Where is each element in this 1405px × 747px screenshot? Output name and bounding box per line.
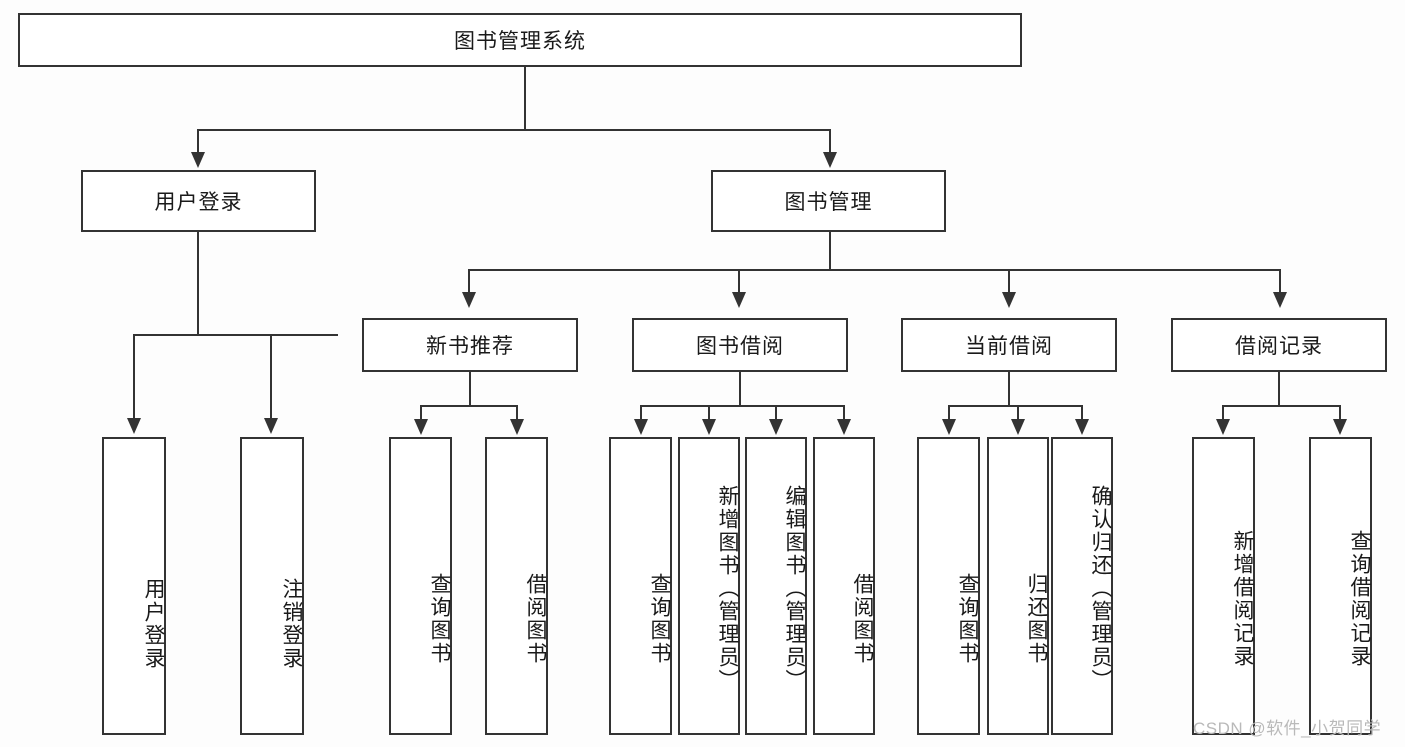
- connector-root-to-book-mgmt: [829, 129, 831, 154]
- node-label: 确认归还（管理员）: [1089, 484, 1112, 692]
- connector-new-books-to-leaf-1: [420, 405, 422, 421]
- connector-borrow-to-leaf-3: [775, 405, 777, 421]
- node-label: 当前借阅: [965, 335, 1053, 358]
- node-label: 图书管理系统: [454, 30, 586, 53]
- arrowhead-br-add: [1216, 419, 1230, 435]
- connector-new-books-stem: [469, 372, 471, 407]
- connector-book-mgmt-to-current: [1008, 269, 1010, 294]
- arrowhead-cb-query: [942, 419, 956, 435]
- node-label: 查询图书: [956, 572, 979, 665]
- connector-current-to-leaf-1: [948, 405, 950, 421]
- connector-borrow-to-leaf-4: [843, 405, 845, 421]
- node-label: 借阅图书: [851, 572, 874, 665]
- connector-current-to-leaf-2: [1017, 405, 1019, 421]
- connector-records-to-leaf-2: [1339, 405, 1341, 421]
- connector-user-login-to-leaf-2: [270, 334, 272, 420]
- node-label: 编辑图书（管理员）: [783, 484, 806, 692]
- node-book-management: 图书管理: [711, 170, 946, 232]
- connector-root-stem: [524, 67, 526, 130]
- connector-borrow-to-leaf-1: [640, 405, 642, 421]
- connector-new-books-bus: [420, 405, 518, 407]
- arrowhead-br-query: [1333, 419, 1347, 435]
- connector-user-login-stem: [197, 232, 199, 336]
- connector-book-mgmt-to-new-books: [468, 269, 470, 294]
- arrowhead-book-mgmt: [823, 152, 837, 168]
- connector-root-bus: [197, 129, 831, 131]
- leaf-bb-lend-book: 借阅图书: [813, 437, 875, 735]
- connector-new-books-to-leaf-2: [516, 405, 518, 421]
- arrowhead-records: [1273, 292, 1287, 308]
- node-book-borrow: 图书借阅: [632, 318, 848, 372]
- connector-book-mgmt-bus: [468, 269, 1281, 271]
- node-label: 用户登录: [154, 191, 243, 214]
- node-label: 图书管理: [784, 191, 873, 214]
- connector-current-bus: [948, 405, 1082, 407]
- node-label: 图书借阅: [696, 335, 784, 358]
- arrowhead-user-login: [191, 152, 205, 168]
- node-label: 新书推荐: [426, 335, 514, 358]
- leaf-bb-edit-book-admin: 编辑图书（管理员）: [745, 437, 807, 735]
- arrowhead-cb-confirm: [1075, 419, 1089, 435]
- connector-user-login-to-leaf-1: [133, 334, 135, 420]
- leaf-logout: 注销登录: [240, 437, 304, 735]
- node-new-book-recommend: 新书推荐: [362, 318, 578, 372]
- connector-book-mgmt-to-records: [1279, 269, 1281, 294]
- leaf-br-add-record: 新增借阅记录: [1192, 437, 1255, 735]
- arrowhead-cb-return: [1011, 419, 1025, 435]
- csdn-watermark: CSDN @软件_小贺同学: [1193, 719, 1382, 738]
- node-borrow-records: 借阅记录: [1171, 318, 1387, 372]
- connector-book-mgmt-stem: [829, 232, 831, 271]
- connector-borrow-stem: [739, 372, 741, 407]
- node-label: 用户登录: [142, 577, 165, 670]
- connector-records-stem: [1278, 372, 1280, 407]
- arrowhead-bb-add: [702, 419, 716, 435]
- arrowhead-bb-query: [634, 419, 648, 435]
- arrowhead-nb-query: [414, 419, 428, 435]
- node-current-borrow: 当前借阅: [901, 318, 1117, 372]
- node-root-system: 图书管理系统: [18, 13, 1022, 67]
- node-label: 借阅图书: [524, 572, 547, 665]
- node-label: 查询借阅记录: [1348, 530, 1371, 668]
- arrowhead-leaf-user-login: [127, 418, 141, 434]
- leaf-bb-query-book: 查询图书: [609, 437, 672, 735]
- leaf-user-login: 用户登录: [102, 437, 166, 735]
- leaf-cb-confirm-return-admin: 确认归还（管理员）: [1051, 437, 1113, 735]
- leaf-bb-add-book-admin: 新增图书（管理员）: [678, 437, 740, 735]
- connector-root-to-user-login: [197, 129, 199, 154]
- connector-current-to-leaf-3: [1081, 405, 1083, 421]
- node-label: 查询图书: [428, 572, 451, 665]
- node-label: 查询图书: [648, 572, 671, 665]
- arrowhead-leaf-logout: [264, 418, 278, 434]
- leaf-br-query-record: 查询借阅记录: [1309, 437, 1372, 735]
- arrowhead-current: [1002, 292, 1016, 308]
- connector-records-bus: [1222, 405, 1341, 407]
- leaf-cb-query-book: 查询图书: [917, 437, 980, 735]
- arrowhead-nb-borrow: [510, 419, 524, 435]
- connector-borrow-bus: [640, 405, 845, 407]
- arrowhead-bb-edit: [769, 419, 783, 435]
- leaf-nb-query-book: 查询图书: [389, 437, 452, 735]
- node-label: 归还图书: [1025, 572, 1048, 665]
- leaf-cb-return-book: 归还图书: [987, 437, 1049, 735]
- arrowhead-new-books: [462, 292, 476, 308]
- connector-current-stem: [1008, 372, 1010, 407]
- node-label: 新增图书（管理员）: [716, 484, 739, 692]
- arrowhead-bb-lend: [837, 419, 851, 435]
- node-user-login: 用户登录: [81, 170, 316, 232]
- connector-records-to-leaf-1: [1222, 405, 1224, 421]
- arrowhead-borrow: [732, 292, 746, 308]
- node-label: 注销登录: [280, 577, 303, 670]
- leaf-nb-borrow-book: 借阅图书: [485, 437, 548, 735]
- connector-book-mgmt-to-borrow: [738, 269, 740, 294]
- connector-borrow-to-leaf-2: [708, 405, 710, 421]
- node-label: 借阅记录: [1235, 335, 1323, 358]
- node-label: 新增借阅记录: [1231, 530, 1254, 668]
- connector-user-login-bus: [133, 334, 338, 336]
